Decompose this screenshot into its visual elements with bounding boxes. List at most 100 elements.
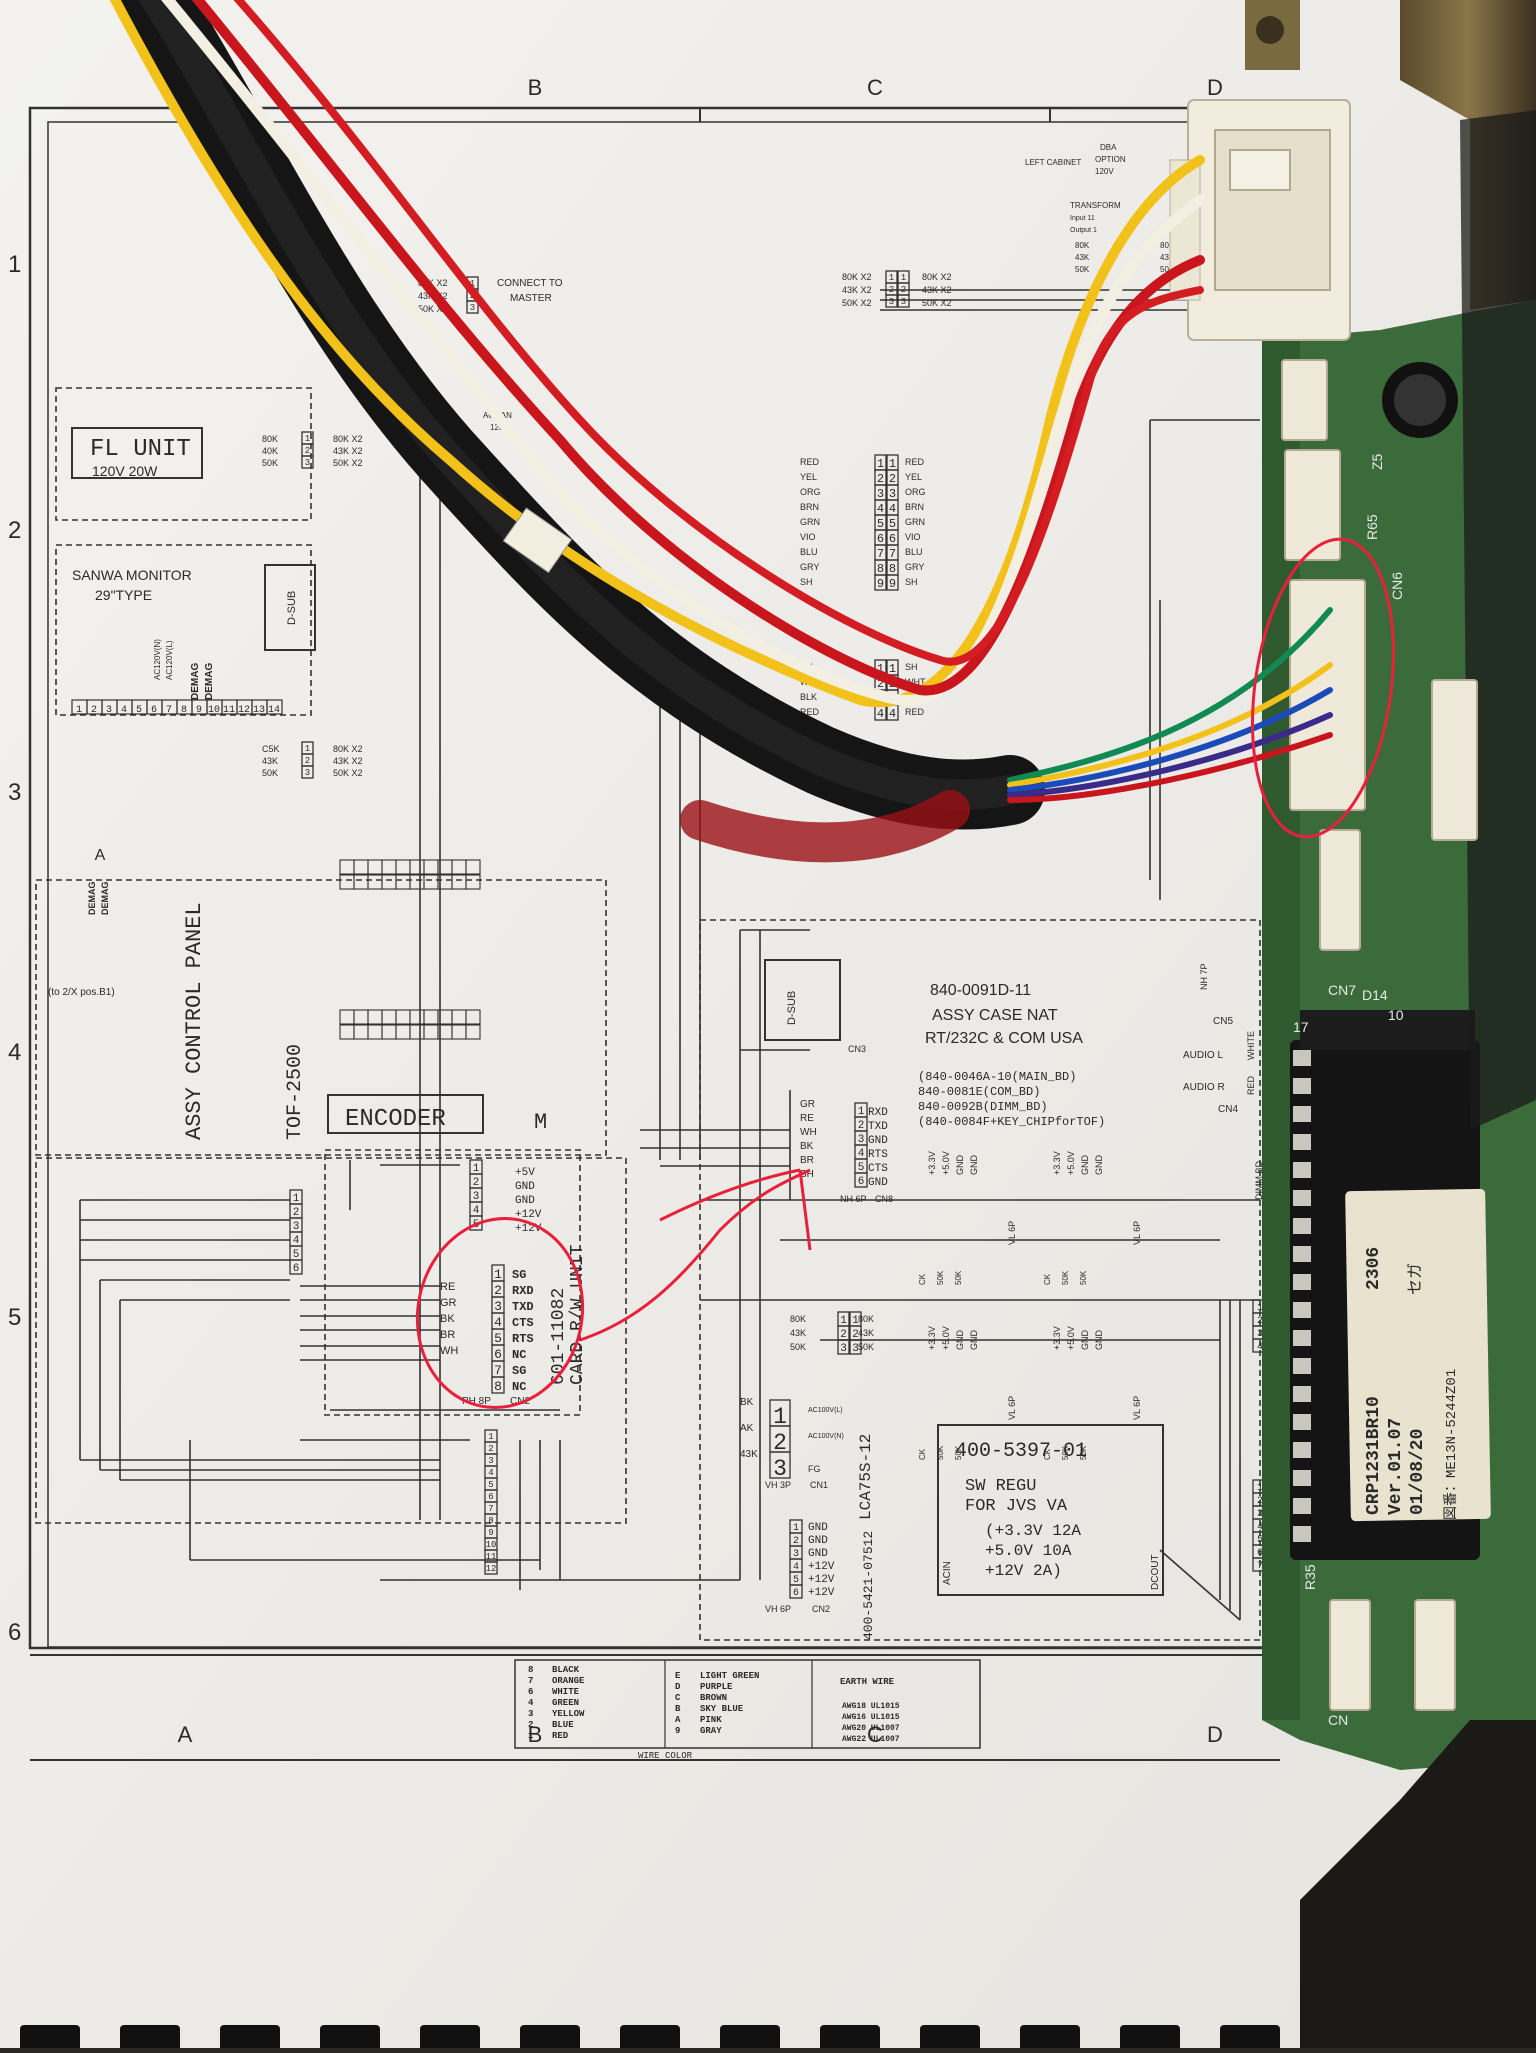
svg-text:6: 6: [151, 705, 157, 716]
svg-text:1: 1: [840, 1315, 847, 1327]
color-code: 2: [528, 1720, 533, 1730]
sh-wire-label: RED: [800, 707, 820, 717]
svg-text:3: 3: [473, 1191, 480, 1203]
svg-text:3: 3: [106, 705, 112, 716]
card-rw-pin-label: CTS: [512, 1316, 534, 1330]
rgb-wire-label: BRN: [800, 502, 819, 512]
monitor-dsub-label: D-SUB: [286, 591, 298, 625]
monitor-title: SANWA MONITOR: [72, 567, 192, 583]
svg-text:3: 3: [488, 1456, 493, 1466]
grid-col-label-top: D: [1207, 75, 1223, 100]
right-top-wire-label: 80K: [1075, 241, 1090, 250]
pcb-pin: [1293, 1106, 1311, 1122]
svg-text:14: 14: [268, 705, 280, 716]
binding-hole: [220, 2025, 280, 2053]
dba-label: DBA: [1100, 143, 1117, 152]
lca-cn1-connector: 123: [769, 1399, 791, 1482]
svg-text:7: 7: [488, 1504, 493, 1514]
monitor-type: 29"TYPE: [95, 587, 152, 603]
board-part-label: (840-0046A-10(MAIN_BD): [918, 1070, 1076, 1084]
fl-unit-box: [71, 427, 203, 479]
svg-text:6: 6: [889, 532, 896, 546]
vl-pin-label: +5.0V: [941, 1326, 951, 1350]
svg-text:3: 3: [1257, 1329, 1263, 1340]
svg-text:1: 1: [877, 662, 884, 676]
encoder-pin: [465, 874, 481, 890]
transformer-input-label: Input 11: [1070, 215, 1095, 222]
lca-wire-label: AK: [740, 1423, 754, 1434]
pcb-pin: [1293, 1162, 1311, 1178]
svg-text:2: 2: [889, 472, 896, 486]
svg-text:2: 2: [305, 446, 310, 456]
svg-text:3: 3: [293, 1221, 300, 1233]
rgb-wire-label: VIO: [800, 532, 816, 542]
sw-regu-spec: +5.0V 10A: [985, 1542, 1072, 1560]
rgb-wire-label: VIO: [905, 532, 921, 542]
vl-wire-label: CK: [1043, 1448, 1052, 1460]
encoder-label: ENCODER: [345, 1106, 446, 1133]
cn8-pin-label: GND: [868, 1135, 888, 1147]
wire-label: 40K: [262, 446, 278, 456]
regulator-out-pin: +12V: [808, 1587, 835, 1599]
vl-pin-label: GND: [955, 1155, 965, 1176]
monitor-demag-label: DEMAG: [190, 663, 201, 700]
svg-text:5: 5: [877, 517, 884, 531]
rgb-wire-label: BLU: [800, 547, 818, 557]
svg-text:1: 1: [293, 1193, 300, 1205]
annotation-arrow-line: [579, 1168, 811, 1342]
svg-text:3: 3: [305, 768, 310, 778]
card-rw-pin-label: SG: [512, 1364, 526, 1378]
right-top-wire-label: 43K: [1160, 253, 1175, 262]
svg-text:5: 5: [889, 517, 896, 531]
rgb-wire-label: ORG: [905, 487, 926, 497]
svg-text:1: 1: [889, 457, 896, 471]
cn8-label: CN8: [875, 1194, 893, 1204]
right-top-wire-label: 50K: [1075, 265, 1090, 274]
pcb-pin: [1293, 1190, 1311, 1206]
board-part-label: 840-0081E(COM_BD): [918, 1085, 1040, 1099]
sh-wire-label: WHT: [905, 677, 926, 687]
left-cabinet-label: LEFT CABINET: [1025, 158, 1081, 167]
sw-regu-line1: SW REGU: [965, 1477, 1036, 1496]
svg-text:3: 3: [793, 1549, 799, 1560]
vl-wire-label: CK: [1043, 1273, 1052, 1285]
svg-text:6: 6: [293, 1263, 300, 1275]
regulator-out-pin: +12V: [808, 1561, 835, 1573]
svg-text:1: 1: [852, 1315, 859, 1327]
pcb-pin: [1293, 1078, 1311, 1094]
pcb-pin: [1293, 1246, 1311, 1262]
svg-text:4: 4: [293, 1235, 300, 1247]
mid-wire-label: 43K: [790, 1328, 806, 1338]
svg-text:3: 3: [889, 487, 896, 501]
lca-vh3p-label: VH 3P: [765, 1480, 791, 1490]
vl-wire-label: 50K: [1061, 1270, 1070, 1285]
vl-pin-label: GND: [1094, 1330, 1104, 1351]
svg-text:9: 9: [889, 577, 896, 591]
vl-type-label: VL 6P: [1007, 1221, 1017, 1245]
lca-ac-pin: AC100V(L): [808, 1407, 843, 1414]
pcb-connector-z5: [1284, 449, 1341, 561]
audio-white-label: WHITE: [1246, 1031, 1256, 1060]
grid-col-label-top: C: [867, 75, 883, 100]
sw-regu-spec: (+3.3V 12A: [985, 1522, 1081, 1540]
regulator-out-pin: GND: [808, 1522, 828, 1534]
dimm-bd-label: DIMM BD: [1254, 1161, 1264, 1200]
svg-text:9: 9: [488, 1528, 493, 1538]
vl-pin-label: +3.3V: [927, 1326, 937, 1350]
svg-text:5: 5: [494, 1331, 502, 1346]
svg-text:2: 2: [293, 1207, 300, 1219]
svg-text:3: 3: [901, 297, 906, 307]
cn8-type-label: NH 6P: [840, 1194, 867, 1204]
card-rw-wire-label: BR: [440, 1329, 455, 1341]
cn4-label: CN4: [1218, 1104, 1238, 1115]
pcb-d14-label: D14: [1362, 987, 1388, 1003]
svg-text:4: 4: [1257, 1522, 1263, 1533]
svg-text:4: 4: [858, 1148, 865, 1160]
lca-fg-label: FG: [808, 1464, 821, 1474]
svg-text:2: 2: [488, 1444, 493, 1454]
wire-harness: [109, 0, 1333, 863]
card-rw-pin-label: NC: [512, 1380, 526, 1394]
